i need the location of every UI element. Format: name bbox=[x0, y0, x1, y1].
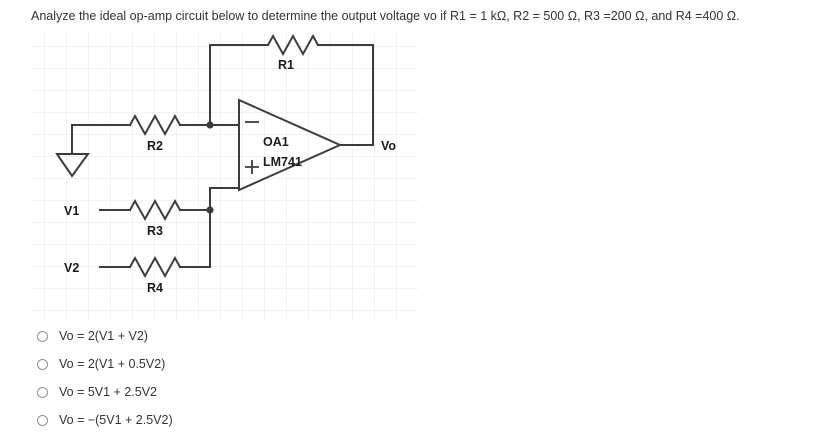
resistor-r1-label: R1 bbox=[278, 58, 294, 72]
question-prompt: Analyze the ideal op-amp circuit below t… bbox=[31, 9, 740, 23]
answer-option-4-label: Vo = −(5V1 + 2.5V2) bbox=[59, 413, 173, 427]
grid-background bbox=[33, 33, 418, 319]
answer-option-3[interactable]: Vo = 5V1 + 2.5V2 bbox=[31, 378, 451, 406]
junction-dot-noninverting bbox=[206, 206, 214, 214]
ground-symbol bbox=[55, 153, 90, 178]
source-v1-label: V1 bbox=[64, 204, 79, 218]
source-v2-label: V2 bbox=[64, 261, 79, 275]
junction-dot-inverting bbox=[206, 121, 214, 129]
answer-option-1-label: Vo = 2(V1 + V2) bbox=[59, 329, 148, 343]
answer-option-2-label: Vo = 2(V1 + 0.5V2) bbox=[59, 357, 166, 371]
resistor-r3-label: R3 bbox=[147, 224, 163, 238]
answer-options-list: Vo = 2(V1 + V2) Vo = 2(V1 + 0.5V2) Vo = … bbox=[31, 322, 451, 434]
answer-option-1[interactable]: Vo = 2(V1 + V2) bbox=[31, 322, 451, 350]
resistor-r2-label: R2 bbox=[147, 139, 163, 153]
resistor-r4-label: R4 bbox=[147, 281, 163, 295]
opamp-designator-label: OA1 bbox=[263, 135, 289, 149]
radio-button-option-1[interactable] bbox=[37, 330, 48, 342]
opamp-plus-sign-icon bbox=[245, 160, 259, 174]
answer-option-2[interactable]: Vo = 2(V1 + 0.5V2) bbox=[31, 350, 451, 378]
radio-button-option-2[interactable] bbox=[37, 358, 48, 370]
opamp-part-label: LM741 bbox=[263, 155, 302, 169]
resistor-r2-zigzag bbox=[128, 113, 182, 137]
answer-option-4[interactable]: Vo = −(5V1 + 2.5V2) bbox=[31, 406, 451, 434]
resistor-r3-zigzag bbox=[128, 198, 182, 222]
output-voltage-label: Vo bbox=[381, 139, 396, 153]
radio-button-option-3[interactable] bbox=[37, 386, 48, 398]
resistor-r1-zigzag bbox=[266, 33, 320, 57]
wires-group bbox=[55, 33, 374, 279]
resistor-r4-zigzag bbox=[128, 255, 182, 279]
answer-option-3-label: Vo = 5V1 + 2.5V2 bbox=[59, 385, 157, 399]
opamp-triangle bbox=[238, 98, 343, 192]
radio-button-option-4[interactable] bbox=[37, 414, 48, 426]
circuit-schematic-svg: R1 R2 R3 R4 OA1 LM741 Vo V1 V2 bbox=[33, 33, 418, 319]
circuit-diagram: R1 R2 R3 R4 OA1 LM741 Vo V1 V2 bbox=[0, 24, 440, 319]
